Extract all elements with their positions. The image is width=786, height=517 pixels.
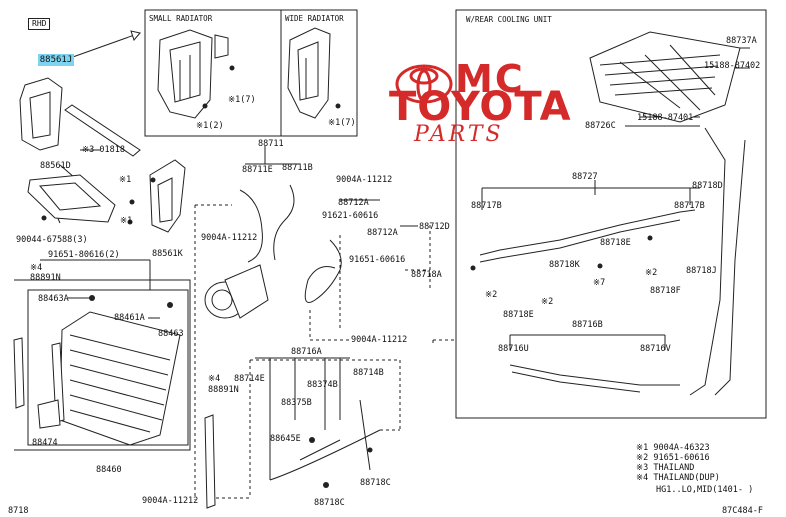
note-label: ※1(7) (228, 95, 256, 105)
part-label[interactable]: 88716B (572, 320, 603, 330)
wide-radiator-box (280, 9, 358, 137)
part-label[interactable]: 88561K (152, 249, 183, 259)
part-label[interactable]: 88718F (650, 286, 681, 296)
diagram-code: 87C484-F (722, 506, 763, 516)
legend-text: THAILAND(DUP) (653, 473, 720, 483)
legend-text: 9004A-46323 (653, 443, 710, 453)
note-label: ※4 (208, 374, 221, 384)
part-label[interactable]: 9004A-11212 (336, 175, 393, 185)
rhd-tag: RHD (28, 18, 51, 30)
legend-mark: ※4 (636, 473, 649, 483)
legend-text: THAILAND (653, 463, 695, 473)
watermark-toyota: TOYOTA (389, 84, 572, 130)
part-label[interactable]: 15188-87401 (637, 113, 694, 123)
part-label[interactable]: 15188-87402 (704, 61, 761, 71)
part-label[interactable]: 88711E (242, 165, 273, 175)
part-label[interactable]: 88461A (114, 313, 145, 323)
rear-cooling-title: W/REAR COOLING UNIT (466, 15, 552, 24)
wide-radiator-title: WIDE RADIATOR (285, 14, 344, 23)
part-label[interactable]: 88726C (585, 121, 616, 131)
toyota-logo-watermark (395, 64, 453, 104)
part-label[interactable]: 88891N (208, 385, 239, 395)
part-label[interactable]: 88374B (307, 380, 338, 390)
note-label: ※7 (593, 278, 606, 288)
note-label: ※1 (120, 216, 133, 226)
part-label[interactable]: 90044-67588(3) (16, 235, 88, 245)
part-label[interactable]: 88717B (674, 201, 705, 211)
legend-text: 91651-60616 (653, 453, 710, 463)
part-label[interactable]: 88716V (640, 344, 671, 354)
part-label[interactable]: 88561D (40, 161, 71, 171)
legend-mark: ※3 (636, 463, 649, 473)
part-label[interactable]: 88711B (282, 163, 313, 173)
part-label[interactable]: 88891N (30, 273, 61, 283)
part-label[interactable]: 88375B (281, 398, 312, 408)
part-label[interactable]: 88474 (32, 438, 58, 448)
note-label: ※1 (119, 175, 132, 185)
note-label: ※2 (485, 290, 498, 300)
part-label[interactable]: 88718C (360, 478, 391, 488)
part-label[interactable]: 88717B (471, 201, 502, 211)
fastener-markers (41, 65, 653, 488)
part-label[interactable]: 88718E (600, 238, 631, 248)
watermark-parts: PARTS (414, 122, 504, 147)
part-label[interactable]: 88716A (291, 347, 322, 357)
legend-row: HG1..LO,MID(1401- ) (656, 485, 753, 495)
part-label[interactable]: 88460 (96, 465, 122, 475)
legend-text: HG1..LO,MID(1401- ) (656, 485, 754, 495)
part-label[interactable]: ※3 01818 (82, 145, 125, 155)
part-label[interactable]: 88727 (572, 172, 598, 182)
part-label[interactable]: 9004A-11212 (201, 233, 258, 243)
legend-row: ※1 9004A-46323 (636, 443, 710, 453)
part-label[interactable]: 88645E (270, 434, 301, 444)
highlighted-part-88561j[interactable]: 88561J (38, 54, 74, 66)
part-label[interactable]: 9004A-11212 (142, 496, 199, 506)
part-label[interactable]: 88718E (503, 310, 534, 320)
part-label[interactable]: 88718D (692, 181, 723, 191)
part-label[interactable]: 88712D (419, 222, 450, 232)
part-label[interactable]: 91651-60616 (349, 255, 406, 265)
part-label[interactable]: 88714E (234, 374, 265, 384)
condenser-box (14, 279, 191, 451)
note-label: ※2 (645, 268, 658, 278)
part-label[interactable]: 88714B (353, 368, 384, 378)
part-label[interactable]: 88711 (258, 139, 284, 149)
legend-mark: ※1 (636, 443, 649, 453)
part-label[interactable]: 9004A-11212 (351, 335, 408, 345)
part-label[interactable]: 88718K (549, 260, 580, 270)
note-label: ※1(7) (328, 118, 356, 128)
small-radiator-title: SMALL RADIATOR (149, 14, 213, 23)
part-label[interactable]: 88718C (314, 498, 345, 508)
page-ref: 8718 (8, 506, 29, 516)
part-label[interactable]: 91651-80616(2) (48, 250, 120, 260)
rear-cooling-box (455, 9, 767, 419)
legend-row: ※4 THAILAND(DUP) (636, 473, 720, 483)
part-label[interactable]: 88718A (411, 270, 442, 280)
note-label: ※2 (541, 297, 554, 307)
note-label: ※4 (30, 263, 43, 273)
part-label[interactable]: 88463 (158, 329, 184, 339)
part-label[interactable]: 88737A (726, 36, 757, 46)
part-label[interactable]: 88463A (38, 294, 69, 304)
note-label: ※1(2) (196, 121, 224, 131)
part-label[interactable]: 88712A (367, 228, 398, 238)
part-label[interactable]: 88716U (498, 344, 529, 354)
part-label[interactable]: 91621-60616 (322, 211, 379, 221)
legend-row: ※3 THAILAND (636, 463, 694, 473)
watermark-mc: MC (455, 57, 525, 101)
part-label[interactable]: 88712A (338, 198, 369, 208)
legend-row: ※2 91651-60616 (636, 453, 710, 463)
part-label[interactable]: 88718J (686, 266, 717, 276)
legend-mark: ※2 (636, 453, 649, 463)
